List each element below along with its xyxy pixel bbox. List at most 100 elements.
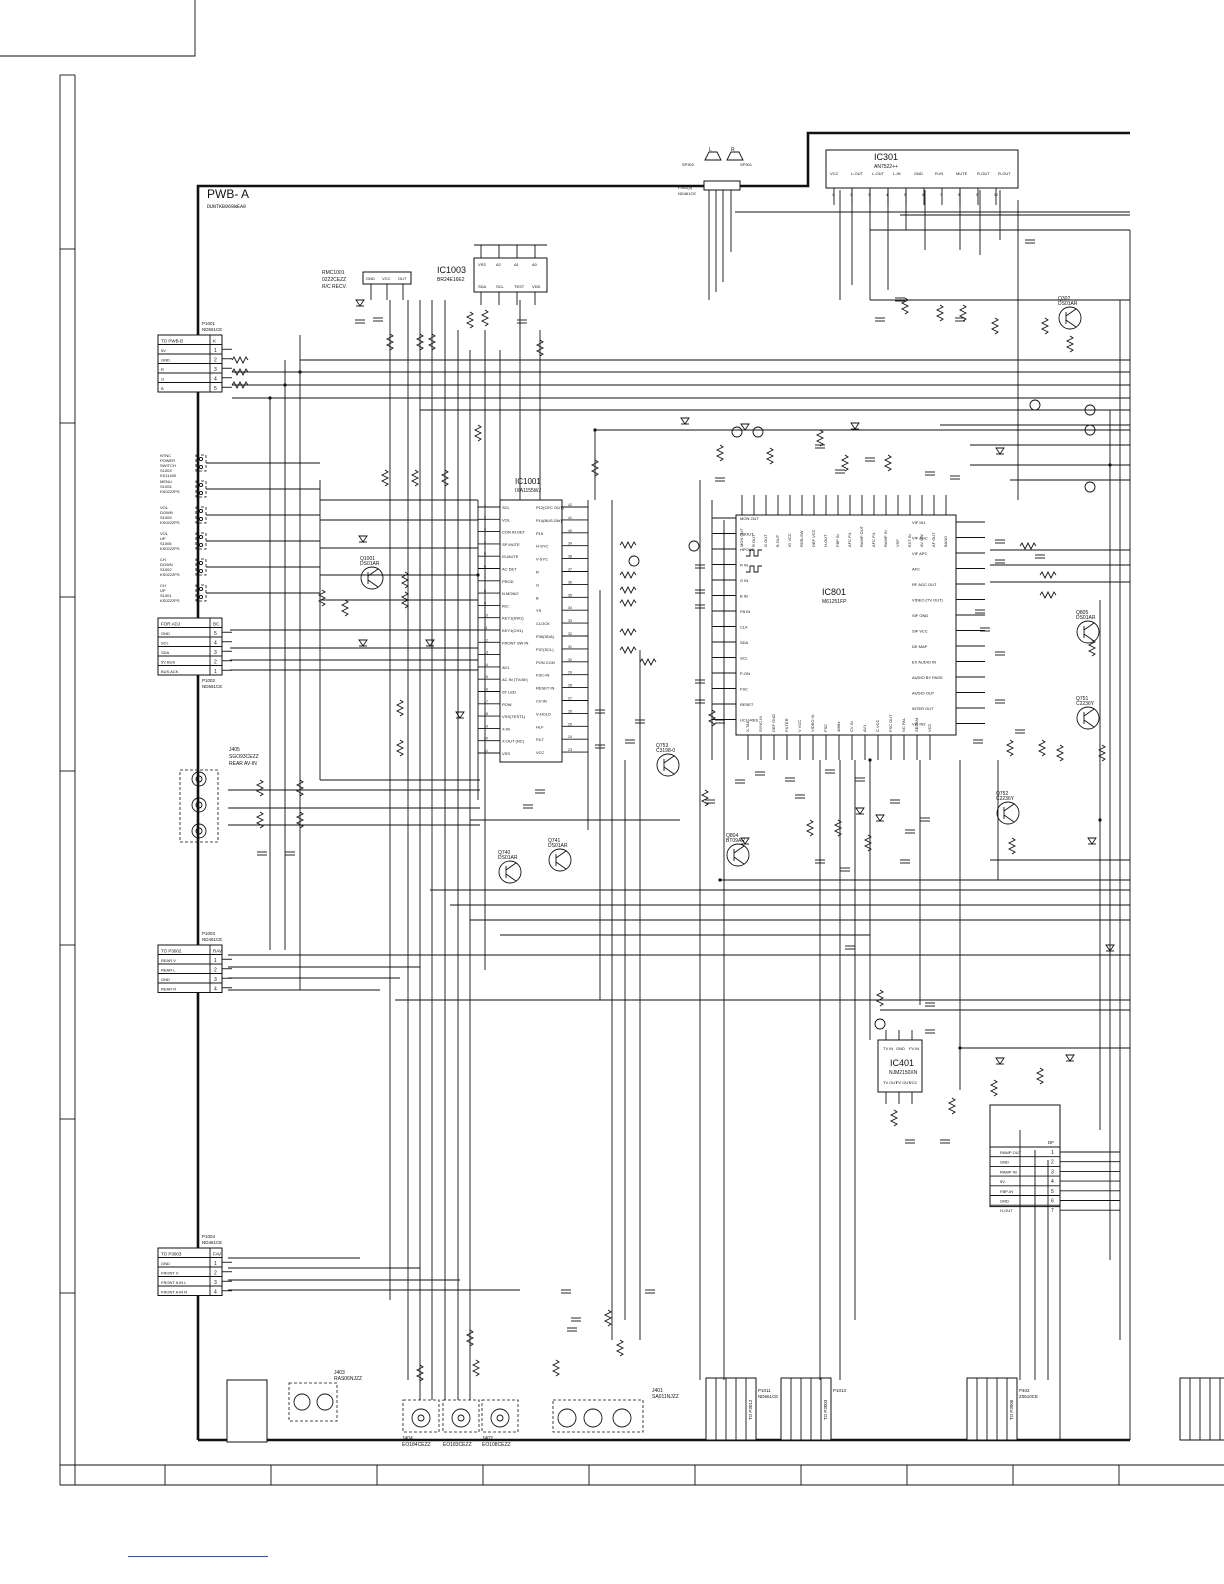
j402-part: EO108CEZZ — [482, 1442, 511, 1448]
connector-col-label: FAV — [213, 1252, 221, 1257]
ic801-top-pin-name: B OUT — [775, 534, 780, 547]
diode-body — [995, 1057, 1005, 1065]
ic1001-left-pin-name: AC IN (TV/AV) — [502, 677, 528, 682]
transistor-emitter — [1083, 719, 1095, 728]
ic1001-left-pin-name: IS-MUTE — [502, 554, 519, 559]
speaker-group: L R SP302 SP301 P302(5) ND461CE — [678, 147, 753, 300]
ic801-bottom-pin-name: VIDEO IN — [810, 714, 815, 732]
resistor — [231, 355, 249, 365]
resistor — [590, 459, 600, 477]
ic301-pin-name: R-IN — [935, 171, 943, 176]
connector-part: ND561CE — [202, 327, 222, 332]
transistor-ref: Q805 — [1076, 610, 1088, 616]
bottom-connector-dest: TO P3003 — [823, 1399, 828, 1420]
ic801-top-pin-name: BAND — [943, 536, 948, 547]
resistor — [900, 297, 910, 315]
connector-pin-name: REAR V — [161, 958, 176, 963]
transistor-part: C2236Y — [996, 796, 1015, 802]
test-point — [688, 540, 700, 552]
resistor — [427, 333, 437, 351]
resistor — [989, 1079, 999, 1097]
ic1001-left-pin-name: PROD — [502, 579, 514, 584]
connector-header: FOR ADJ — [161, 622, 180, 627]
transistor-part: DS01AR — [1076, 615, 1096, 621]
transistor-emitter — [367, 579, 379, 588]
speaker-ref-sp301: SP301 — [740, 162, 753, 167]
ic301-ref: IC301 — [874, 152, 898, 162]
j405-part: SGO93CEZZ — [229, 754, 259, 760]
switch-contact — [198, 456, 204, 462]
ic801-waveform — [746, 565, 762, 573]
ic801-left-pin-name: SCL — [740, 656, 749, 661]
wire-junction — [283, 383, 287, 387]
ic401-bottom-pin-name: VCC — [909, 1080, 918, 1085]
drawing-frame — [59, 74, 1224, 1486]
resistor — [840, 454, 850, 472]
resistor — [707, 709, 717, 727]
test-point — [628, 555, 640, 567]
resistor — [380, 469, 390, 487]
test-point — [1084, 481, 1096, 493]
switch-part: KS0222PS — [160, 520, 180, 525]
bottom-connector-ref: P1011 — [758, 1388, 771, 1393]
ic801-left-pin-name: FBOUT — [740, 532, 754, 537]
ic801-bottom-pin-name: NC PAL — [901, 717, 906, 732]
transistor-collector — [1065, 308, 1077, 317]
ic1001-right-pin-name: RESET IN — [536, 686, 554, 691]
connector-pin-name: BUS ACK — [161, 669, 179, 674]
transistor-symbol — [1076, 706, 1100, 730]
connector-pin-number: 6 — [1051, 1199, 1054, 1205]
connector-col-label: K — [213, 339, 216, 344]
connector-pin-number: 1 — [214, 348, 217, 354]
ic1001-right-pin-name: V-SYC — [536, 557, 548, 562]
resistor — [619, 598, 637, 608]
ic1003-pin-top-name: A2 — [496, 262, 502, 267]
test-point — [1084, 404, 1096, 416]
j403b-part: EO183CEZZ — [443, 1442, 472, 1448]
transistor-symbol — [1076, 620, 1100, 644]
ic1003-pin-bottom-name: VDD — [532, 284, 541, 289]
ic801-left-pin-name: HPOUT — [740, 547, 755, 552]
resistor — [1040, 317, 1050, 335]
ic301-pin-name: L-OUT — [872, 171, 885, 176]
ic1001-left-pin-name: CON IN DET — [502, 530, 526, 535]
transistor-symbol — [1058, 306, 1082, 330]
ic801-right-pin-name: DE MAP — [912, 644, 928, 649]
ic1001-right-pin-number: 36 — [568, 580, 572, 584]
ic801-ref: IC801 — [822, 587, 846, 597]
connector-pin-number: 3 — [214, 367, 217, 373]
ic1001-part: IXA1155WJ — [515, 488, 542, 494]
resistor — [551, 1359, 561, 1377]
ic801-bottom-pin-name: CV IN — [849, 721, 854, 732]
ic801-top-pin-name: RAMP OUT — [859, 525, 864, 547]
ic801-top-pin-name: G OUT — [763, 534, 768, 547]
ic801-right-pin-name: VIDEO (TV OUT) — [912, 598, 944, 603]
ic301-pin-number: 10 — [994, 193, 998, 197]
footer-underline — [128, 1556, 268, 1557]
transistor-part: DS01AR — [360, 561, 380, 567]
connector-pin-number: 2 — [1051, 1160, 1054, 1166]
switch-part: KS0222PS — [160, 572, 180, 577]
ic1001-right-pin-number: 24 — [568, 735, 572, 739]
connector-pin-number: 5 — [214, 631, 217, 637]
connector-pin-number: 4 — [214, 377, 217, 383]
switch-contact — [198, 560, 204, 566]
ic401-top-pin-name: GND — [896, 1046, 905, 1051]
resistor — [400, 571, 410, 589]
diode-body — [680, 417, 690, 425]
ic1001-left-pin-number: 11 — [484, 626, 488, 630]
transistor-symbol — [996, 801, 1020, 825]
connector-pin-number: 4 — [214, 987, 217, 993]
switch-name: DOWN — [160, 562, 173, 567]
ic1001-right-pin-name: FSC-IN — [536, 673, 549, 678]
transistor-ref: Q753 — [656, 743, 668, 749]
j403-part: RAS06NJZZ — [334, 1376, 362, 1382]
connector-pin-name: REAR L — [161, 968, 176, 973]
ic1001-left-pin-name: VSS(TEST1) — [502, 714, 526, 719]
ic1001-right-pin-number: 41 — [568, 516, 572, 520]
resistor — [295, 811, 305, 829]
ic1001-left-pin-name: AV1 — [502, 665, 510, 670]
ic1001-right-pin-name: P15 — [536, 531, 544, 536]
